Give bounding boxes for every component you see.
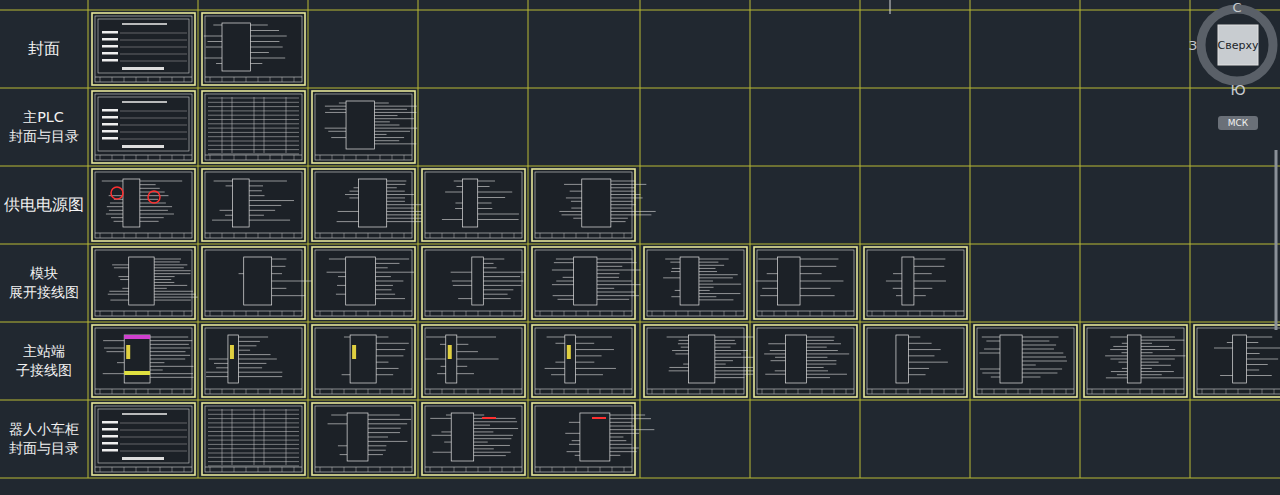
sheet-thumbnail — [532, 247, 640, 319]
row-label-cell: 器人小车柜 封面与目录 — [0, 401, 87, 477]
sheet-thumbnail — [312, 403, 415, 475]
row-label-cell: 供电电源图 — [0, 167, 87, 243]
row-label: 供电电源图 — [4, 194, 84, 216]
row-label: 模块 展开接线图 — [0, 264, 87, 303]
sheet-thumbnail — [92, 403, 195, 475]
row-label-cell: 主站端 子接线图 — [0, 323, 87, 399]
view-cube-label: МСК — [1228, 118, 1248, 128]
sheet-thumbnail — [422, 169, 525, 241]
sheet-thumbnail — [202, 91, 305, 163]
sheet-thumbnail — [422, 247, 526, 319]
sheet-thumbnail — [92, 325, 195, 397]
sheet-thumbnail — [754, 247, 857, 319]
sheet-thumbnail — [532, 403, 654, 475]
view-cube — [1201, 9, 1273, 130]
sheet-thumbnail — [754, 325, 857, 397]
sheet-thumbnail — [312, 91, 417, 163]
sheet-thumbnail — [312, 325, 415, 397]
sheet-thumbnail — [422, 325, 525, 397]
scrollbar — [1275, 150, 1278, 330]
row-label-cell: 模块 展开接线图 — [0, 245, 87, 321]
sheet-thumbnail — [422, 403, 525, 475]
view-cube-label: Ю — [1230, 82, 1245, 98]
sheet-thumbnail — [864, 325, 967, 397]
sheet-thumbnail — [202, 169, 305, 241]
view-cube-label: З — [1189, 38, 1197, 53]
view-cube-label: Сверху — [1218, 39, 1259, 52]
sheet-thumbnail — [644, 247, 747, 319]
sheet-thumbnail — [974, 325, 1077, 397]
sheet-thumbnail — [532, 169, 656, 241]
sheet-thumbnail — [202, 247, 315, 319]
sheet-thumbnail — [202, 403, 305, 475]
grid-lines — [0, 0, 1280, 478]
sheet-thumbnail — [92, 13, 195, 85]
sheet-thumbnail — [202, 13, 305, 85]
sheet-thumbnail — [532, 325, 635, 397]
view-cube-label: С — [1232, 0, 1241, 15]
sheet-thumbnail — [92, 247, 198, 319]
row-label-cell: 封面 — [0, 11, 87, 87]
row-label-cell: 主PLC 封面与目录 — [0, 89, 87, 165]
sheet-thumbnail — [312, 169, 431, 241]
sheet-thumbnail — [1084, 325, 1187, 397]
sheet-thumbnail — [312, 247, 415, 319]
cursor-mark — [890, 0, 891, 14]
sheet-thumbnail — [1194, 325, 1280, 397]
sheet-thumbnail — [202, 325, 305, 397]
sheet-thumbnail — [92, 169, 195, 241]
row-label: 封面 — [28, 38, 60, 60]
row-label: 器人小车柜 封面与目录 — [0, 420, 87, 459]
row-label: 主PLC 封面与目录 — [0, 108, 87, 147]
sheet-thumbnail — [92, 91, 195, 163]
sheet-thumbnails — [92, 13, 1280, 475]
sheet-thumbnail — [864, 247, 967, 319]
row-label: 主站端 子接线图 — [0, 342, 87, 381]
sheet-thumbnail — [644, 325, 759, 397]
